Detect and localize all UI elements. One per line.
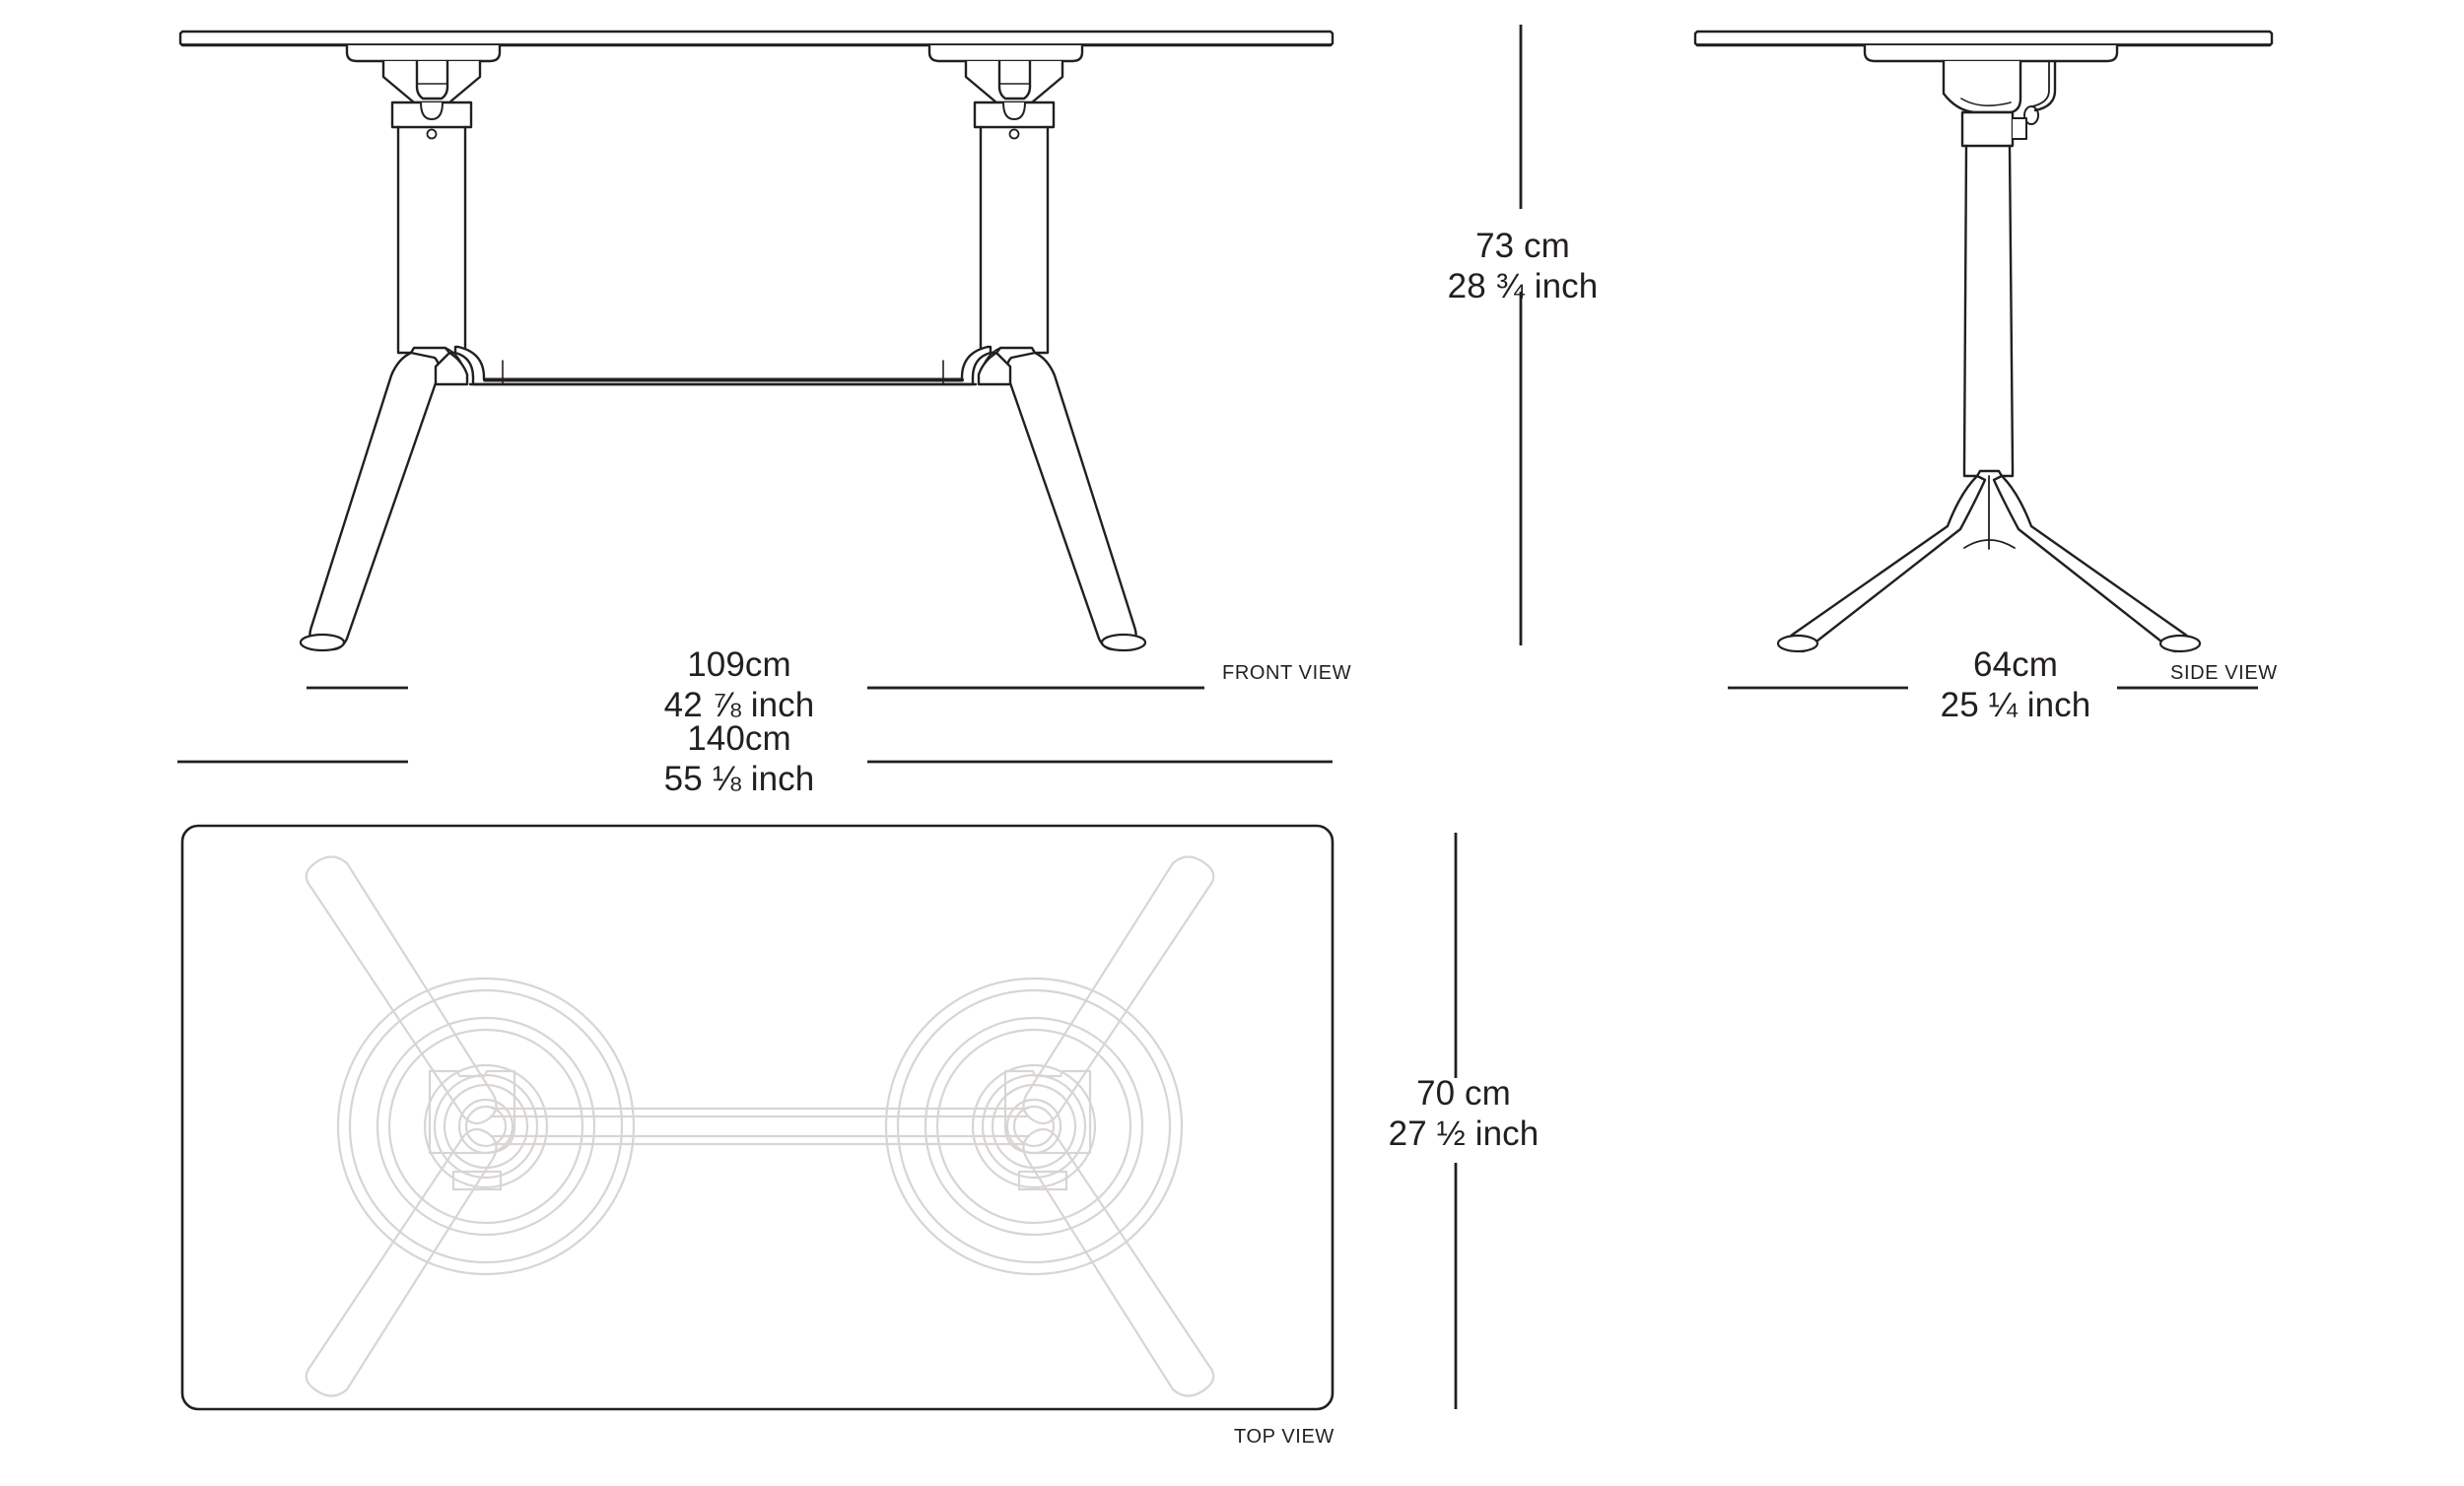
- dim-label-front-top: 140cm 55 ⅛ inch: [631, 719, 848, 799]
- side-lever-knob: [2023, 105, 2039, 125]
- dim-side-cm: 64cm: [1973, 645, 2058, 684]
- dim-top-cm: 70 cm: [1416, 1074, 1511, 1113]
- front-right-foot-inner: [984, 347, 1001, 364]
- front-left-mount-plate: [345, 43, 502, 63]
- label-front-view: FRONT VIEW: [1222, 662, 1352, 684]
- dim-front-base-inch: 42 ⅞ inch: [663, 685, 815, 724]
- label-side-view: SIDE VIEW: [2170, 662, 2278, 684]
- top-left-leg-nw: [305, 855, 498, 1125]
- top-right-hub-ring-4: [935, 1028, 1132, 1225]
- dim-front-top-inch: 55 ⅛ inch: [663, 759, 815, 798]
- top-right-hub-tab: [1017, 1170, 1068, 1191]
- front-left-cone: [415, 59, 449, 101]
- top-right-hub-ring-6: [981, 1073, 1087, 1180]
- top-left-hub-plate: [428, 1069, 516, 1155]
- side-lever-arm: [2033, 59, 2057, 112]
- top-left-hub-ring-9: [464, 1105, 508, 1148]
- top-view-base-ghost: [305, 855, 1215, 1397]
- label-top-view: TOP VIEW: [1234, 1426, 1335, 1448]
- top-left-leg-sw: [305, 1127, 498, 1397]
- front-right-foot-tip: [1100, 633, 1147, 652]
- front-cross-brace: [453, 345, 992, 386]
- front-right-pedestal: [927, 43, 1147, 652]
- top-left-hub-ring-4: [387, 1028, 584, 1225]
- side-view-group: [1693, 30, 2274, 653]
- front-right-column: [979, 125, 1050, 347]
- side-tabletop: [1693, 30, 2274, 47]
- top-left-hub-ring-5: [423, 1063, 549, 1189]
- top-left-hub-ring-7: [443, 1083, 529, 1170]
- top-left-hub-ring-6: [433, 1073, 539, 1180]
- front-right-hub-bolt: [1002, 101, 1026, 120]
- top-left-hub-ring-2: [348, 988, 624, 1264]
- top-right-leg-ne: [1022, 855, 1215, 1125]
- top-left-hub-ring-1: [336, 977, 636, 1276]
- dim-label-front-base: 109cm 42 ⅞ inch: [631, 645, 848, 725]
- side-foot-rib-fillet: [1963, 539, 2016, 549]
- front-left-column: [396, 125, 467, 347]
- front-left-hub-screw: [426, 128, 438, 140]
- front-right-mount-plate: [927, 43, 1084, 63]
- front-left-pedestal: [299, 43, 502, 652]
- side-hub-tab: [2012, 117, 2027, 140]
- top-left-hub-tab: [451, 1170, 503, 1191]
- side-foot-left: [1785, 474, 1987, 653]
- side-lever-arm-back: [2031, 60, 2050, 107]
- dim-front-base-cm: 109cm: [687, 645, 791, 684]
- dim-label-height: 73 cm 28 ¾ inch: [1419, 227, 1626, 306]
- top-left-hub-ring-3: [376, 1016, 596, 1237]
- top-right-hub-ring-3: [924, 1016, 1144, 1237]
- front-left-foot-right: [434, 351, 469, 386]
- side-column: [1962, 144, 2015, 470]
- top-right-hub-plate: [1003, 1069, 1092, 1155]
- top-right-hub-ring-1: [884, 977, 1184, 1276]
- front-right-foot-right: [1005, 351, 1137, 651]
- top-view-group: [180, 824, 1335, 1411]
- top-tabletop-outline: [180, 824, 1335, 1411]
- top-right-hub-ring-5: [971, 1063, 1097, 1189]
- dim-height-inch: 28 ¾ inch: [1447, 266, 1599, 305]
- side-mount-plate: [1863, 43, 2119, 63]
- front-left-foot-tip: [299, 633, 346, 652]
- front-right-hub-screw: [1008, 128, 1020, 140]
- dim-front-top-cm: 140cm: [687, 719, 791, 758]
- top-right-hub-ring-9: [1012, 1105, 1056, 1148]
- side-foot-right-tip: [2158, 634, 2202, 653]
- side-column-base-cap: [1962, 466, 2015, 478]
- front-left-foot-inner: [445, 347, 462, 364]
- top-right-leg-se: [1022, 1127, 1215, 1397]
- front-left-hub-bolt: [420, 101, 444, 120]
- dim-side-inch: 25 ¼ inch: [1940, 685, 2091, 724]
- front-tabletop: [178, 30, 1335, 47]
- top-right-hub-ring-2: [896, 988, 1172, 1264]
- front-left-foot-left: [308, 351, 441, 651]
- side-hub: [1960, 110, 2015, 148]
- dim-label-top-depth: 70 cm 27 ½ inch: [1350, 1074, 1577, 1154]
- side-foot-left-tip: [1776, 634, 1819, 653]
- front-right-foot-left: [977, 351, 1012, 386]
- front-right-cone: [997, 59, 1032, 101]
- top-right-hub-ring-7: [991, 1083, 1077, 1170]
- side-foot-right: [1992, 474, 2193, 653]
- dim-height-cm: 73 cm: [1475, 227, 1570, 265]
- front-view-group: [178, 30, 1335, 652]
- dim-label-side: 64cm 25 ¼ inch: [1902, 645, 2129, 725]
- side-collar-crease: [1960, 98, 2012, 106]
- dim-top-inch: 27 ½ inch: [1388, 1114, 1540, 1153]
